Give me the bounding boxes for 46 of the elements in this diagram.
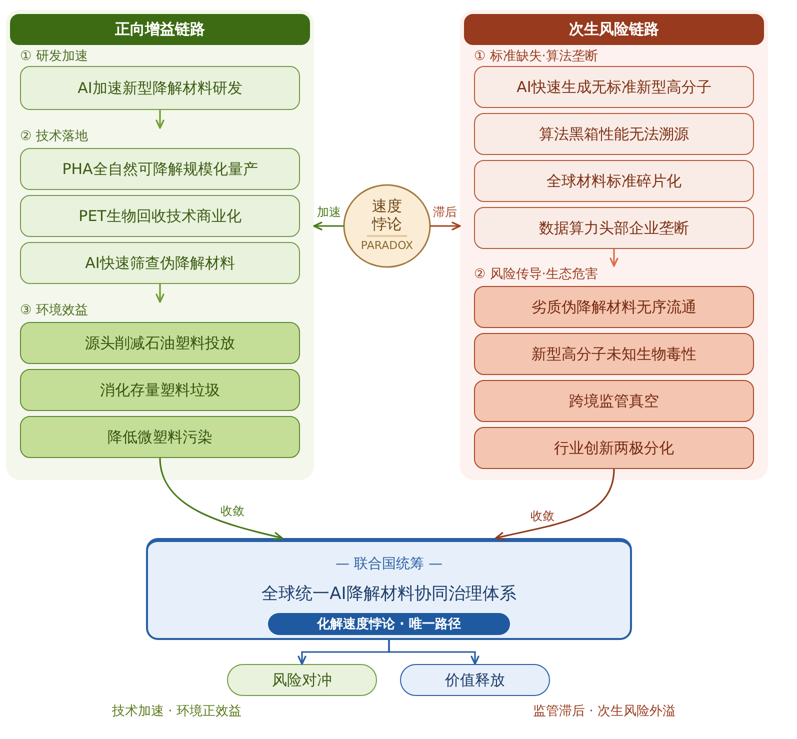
process-box: AI快速生成无标准新型高分子 [474,66,754,108]
arrow [430,222,461,230]
process-box: 跨境监管真空 [474,380,754,422]
arrow [495,468,615,541]
box-title: 全球统一AI降解材料协同治理体系 [262,583,516,605]
edge-label: 滞后 [433,205,457,219]
process-box: 数据算力头部企业垄断 [474,207,754,249]
process-box: PET生物回收技术商业化 [20,195,300,237]
arrow [313,222,344,230]
process-box: PHA全自然可降解规模化量产 [20,148,300,190]
process-box: AI加速新型降解材料研发 [20,66,300,110]
edge-label: 收敛 [530,509,554,524]
outcome-pill: 价值释放 [400,664,550,696]
footnote-text: 技术加速 · 环境正效益 [112,704,242,719]
process-box: 新型高分子未知生物毒性 [474,333,754,375]
arrow [156,284,164,303]
arrow [388,640,480,665]
process-box: 消化存量塑料垃圾 [20,369,300,411]
section-heading: ② 风险传导·生态危害 [474,267,598,283]
process-box: 源头削减石油塑料投放 [20,322,300,364]
panel-header: 次生风险链路 [464,14,764,45]
edge-label: 加速 [317,205,341,219]
process-box: 降低微塑料污染 [20,416,300,458]
process-box: 全球材料标准碎片化 [474,160,754,202]
circle-subtitle: PARADOX [360,239,414,252]
outcome-pill: 风险对冲 [227,664,377,696]
process-box: 算法黑箱性能无法溯源 [474,113,754,155]
chain-panel [6,10,314,480]
panel-header: 正向增益链路 [10,14,310,45]
footnote-text: 监管滞后 · 次生风险外溢 [533,704,676,719]
chain-panel [460,10,768,480]
box-kicker: — 联合国统筹 — [336,555,442,573]
banner-pill: 化解速度悖论 · 唯一路径 [268,613,510,635]
section-heading: ③ 环境效益 [20,303,88,319]
arrow [159,458,283,540]
section-heading: ① 研发加速 [20,49,88,65]
process-box: 劣质伪降解材料无序流通 [474,286,754,328]
circle-title: 速度悖论 [371,197,403,233]
process-box: AI快速筛查伪降解材料 [20,242,300,284]
process-box: 行业创新两极分化 [474,427,754,469]
governance-box [146,538,632,640]
edge-label: 收敛 [220,504,245,518]
section-heading: ② 技术落地 [20,129,88,145]
section-heading: ① 标准缺失·算法垄断 [474,49,598,65]
arrow [610,249,618,267]
arrow [156,110,164,129]
